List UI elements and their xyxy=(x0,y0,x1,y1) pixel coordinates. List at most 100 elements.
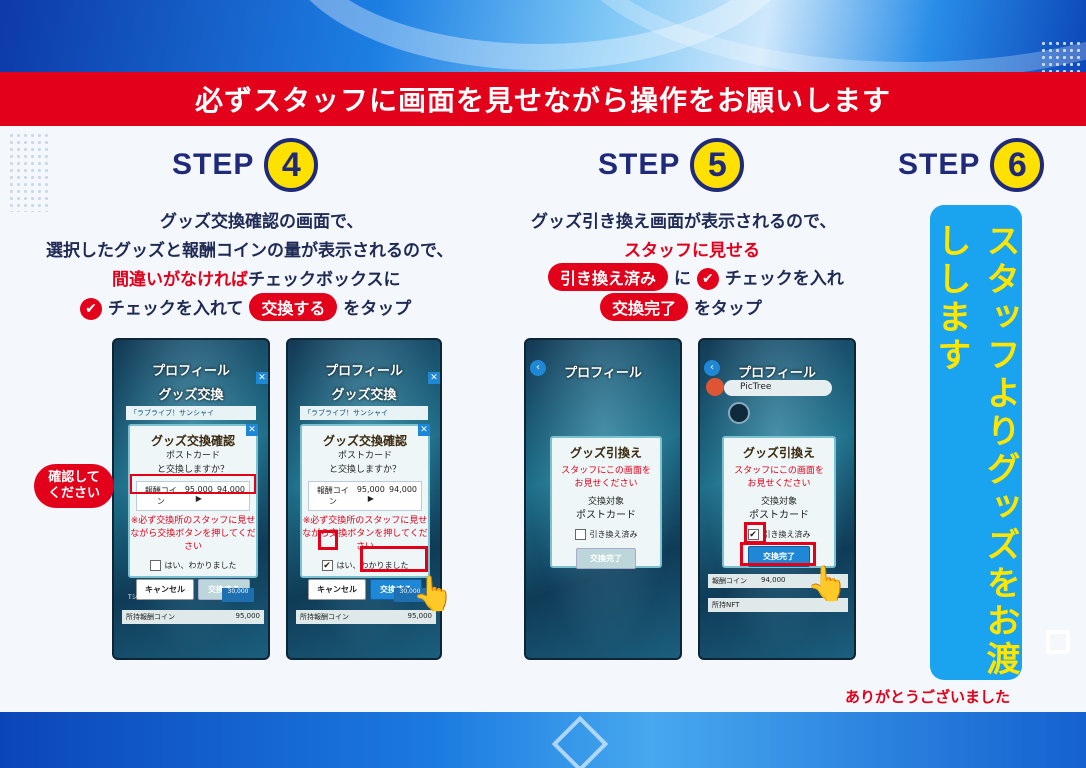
dialog-question-2: と交換しますか？ xyxy=(328,465,401,475)
owned-coins-row: 所持報酬コイン 95,000 xyxy=(296,610,436,624)
coin-badge: 30,000 xyxy=(394,588,426,602)
step-number: 5 xyxy=(690,138,745,192)
complete-button[interactable]: 交換完了 xyxy=(748,546,810,567)
agree-checkbox[interactable] xyxy=(149,560,161,571)
warning-line3: さい xyxy=(183,542,202,552)
step4-text-line4b: をタップ xyxy=(343,299,412,319)
agree-checkbox-row[interactable]: ✔ はい、わかりました xyxy=(302,560,428,571)
highlight-frame xyxy=(130,474,256,494)
phone-screen-step4a: プロフィール グッズ交換 ✕ 「ラブライブ！サンシャイ ✕ グッズ交換確認 ポス… xyxy=(112,338,270,660)
profile-header: プロフィール xyxy=(738,366,816,381)
highlight-frame xyxy=(360,546,428,572)
coin-before: 95,000 ▶ xyxy=(356,485,385,503)
confirm-bubble-text: 確認して ください xyxy=(47,470,100,501)
coin-before: 95,000 ▶ xyxy=(184,485,213,503)
goods-exchange-title: グッズ交換 xyxy=(158,388,224,403)
bottom-background xyxy=(0,712,1086,768)
step5-text-line1: グッズ引き換え画面が表示されるので、 xyxy=(531,212,837,232)
dialog-title: グッズ交換確認 xyxy=(322,434,407,448)
close-icon[interactable]: ✕ xyxy=(256,372,268,384)
check-icon: ✔ xyxy=(696,268,719,290)
target-item: ポストカード xyxy=(749,510,809,521)
tshirt-label: Tシャツ（L） xyxy=(128,594,166,601)
highlight-frame xyxy=(740,542,816,566)
step4-text-line4a: チェックを入れて xyxy=(107,299,244,319)
step-6-heading: STEP 6 xyxy=(898,138,1045,192)
step4-text-line2: 選択したグッズと報酬コインの量が表示されるので、 xyxy=(46,241,454,261)
step5-text-line4: 交換完了 をタップ xyxy=(600,293,762,321)
coin-summary: 報酬コイン 95,000 ▶ 94,000 xyxy=(136,481,250,511)
step4-text-line3-rest: チェックボックスに xyxy=(248,270,401,290)
step5-text-line2: スタッフに見せる xyxy=(624,241,760,261)
owned-nft-row: 所持NFT xyxy=(708,598,848,612)
dialog-title: グッズ引換え xyxy=(742,446,815,460)
redeemed-checkbox-row[interactable]: ✔ 引き換え済み xyxy=(724,529,834,540)
back-icon[interactable]: ‹ xyxy=(530,360,546,376)
target-label: 交換対象 xyxy=(760,497,797,507)
cancel-button[interactable]: キャンセル xyxy=(308,579,366,600)
pointing-hand-icon: 👆 xyxy=(806,564,849,604)
goods-item-name: 「ラブライブ！サンシャイ xyxy=(126,406,256,420)
rank-badge-icon xyxy=(728,402,750,424)
owned-coins-value: 95,000 xyxy=(235,612,261,620)
warning-line1: ※必ず交換所のスタッフに見せ xyxy=(302,516,428,526)
close-icon[interactable]: ✕ xyxy=(418,424,430,436)
step5-text-mid: に xyxy=(673,269,691,289)
coin-label: 報酬コイン xyxy=(316,486,349,506)
coin-summary: 報酬コイン 95,000 ▶ 94,000 xyxy=(308,481,422,511)
profile-header: プロフィール xyxy=(325,364,403,379)
redeemed-label: 引き換え済み xyxy=(589,530,638,539)
handover-panel: スタッフよりグッズをお渡しします xyxy=(930,205,1022,680)
redeemed-checkbox-checked[interactable]: ✔ xyxy=(747,529,759,540)
step-word: STEP xyxy=(172,148,255,181)
close-icon[interactable]: ✕ xyxy=(428,372,440,384)
highlight-frame xyxy=(318,530,338,550)
redeemed-checkbox[interactable] xyxy=(574,529,586,540)
coins-label: 報酬コイン xyxy=(712,577,747,585)
redeemed-label: 引き換え済み xyxy=(762,530,811,539)
staff-notice-1: スタッフにこの画面を xyxy=(734,466,824,476)
redeemed-checkbox-row[interactable]: 引き換え済み xyxy=(552,529,660,540)
check-icon: ✔ xyxy=(80,298,102,320)
back-icon[interactable]: ‹ xyxy=(704,360,720,376)
confirm-bubble: 確認して ください xyxy=(34,464,114,508)
step4-text-line4: ✔ チェックを入れて 交換する をタップ xyxy=(80,293,411,321)
owned-coins-value: 95,000 xyxy=(407,612,433,620)
dialog-title: グッズ交換確認 xyxy=(150,434,235,448)
user-name: PicTree xyxy=(724,380,832,396)
staff-notice-2: お見せください xyxy=(574,479,638,489)
close-icon[interactable]: ✕ xyxy=(246,424,258,436)
step5-text-line3: 引き換え済み に ✔ チェックを入れ xyxy=(548,263,844,291)
complete-button[interactable]: 交換完了 xyxy=(576,548,636,569)
handover-text: スタッフよりグッズをお渡しします xyxy=(931,223,1020,679)
agree-label: はい、わかりました xyxy=(336,561,409,570)
phone-screen-step5b: ‹ プロフィール PicTree グッズ引換え スタッフにこの画面を お見せくだ… xyxy=(698,338,856,660)
goods-exchange-title: グッズ交換 xyxy=(331,388,397,403)
pointing-hand-icon: 👆 xyxy=(412,574,455,614)
goods-item-name: 「ラブライブ！サンシャイ xyxy=(300,406,428,420)
owned-coins-row: 所持報酬コイン 95,000 xyxy=(122,610,264,624)
instruction-banner: 必ずスタッフに画面を見せながら操作をお願いします xyxy=(0,72,1086,126)
owned-coins-label: 所持報酬コイン xyxy=(126,613,175,621)
step-word: STEP xyxy=(598,148,681,181)
agree-label: はい、わかりました xyxy=(164,561,237,570)
warning-line2: ながら交換ボタンを押してくだ xyxy=(130,529,256,539)
profile-header: プロフィール xyxy=(564,366,642,381)
highlight-frame xyxy=(744,522,766,544)
coins-row: 報酬コイン 94,000 xyxy=(708,574,848,588)
dialog-question-1: ポストカード xyxy=(165,451,220,461)
step4-text-line3: 間違いがなければチェックボックスに xyxy=(112,265,401,290)
complete-pill: 交換完了 xyxy=(600,293,689,321)
agree-checkbox-checked[interactable]: ✔ xyxy=(321,560,333,571)
phone-screen-step4b: プロフィール グッズ交換 ✕ 「ラブライブ！サンシャイ ✕ グッズ交換確認 ポス… xyxy=(286,338,442,660)
exchange-confirm-dialog: ✕ グッズ交換確認 ポストカード と交換しますか？ 報酬コイン 95,000 ▶… xyxy=(128,424,258,600)
agree-checkbox-row[interactable]: はい、わかりました xyxy=(130,560,256,571)
top-background xyxy=(0,0,1086,80)
step4-text-line1: グッズ交換確認の画面で、 xyxy=(160,212,364,232)
exchange-pill: 交換する xyxy=(249,293,338,321)
square-decoration xyxy=(1046,630,1070,654)
profile-header: プロフィール xyxy=(152,364,230,379)
coins-value: 94,000 xyxy=(761,576,786,584)
cancel-button[interactable]: キャンセル xyxy=(136,579,194,600)
step-word: STEP xyxy=(898,148,981,181)
